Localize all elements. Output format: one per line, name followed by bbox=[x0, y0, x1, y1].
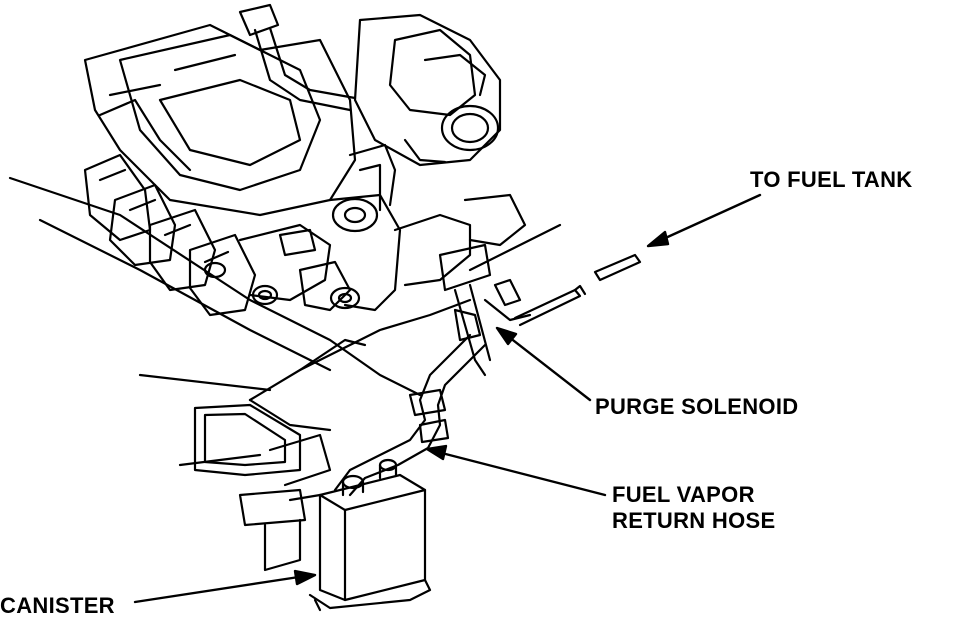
vapor-return-hose bbox=[333, 333, 487, 497]
pulley-area bbox=[328, 193, 527, 312]
solenoid-bracket bbox=[438, 243, 532, 377]
label-purge-solenoid: PURGE SOLENOID bbox=[595, 394, 799, 419]
air-hose bbox=[238, 3, 397, 212]
fuel-tank-line bbox=[513, 253, 642, 327]
throttle-body bbox=[353, 13, 502, 167]
label-to-fuel-tank: TO FUEL TANK bbox=[750, 167, 913, 192]
intake-runners bbox=[83, 153, 361, 317]
engine-head bbox=[83, 23, 357, 217]
label-line-return-hose: RETURN HOSE bbox=[612, 508, 776, 533]
label-fuel-vapor-return-hose: FUEL VAPOR RETURN HOSE bbox=[612, 482, 775, 534]
leader-lines bbox=[133, 193, 762, 604]
body-panel bbox=[8, 176, 562, 467]
front-support bbox=[193, 403, 332, 572]
label-line-fuel-vapor: FUEL VAPOR bbox=[612, 482, 755, 507]
canister-shape bbox=[308, 458, 432, 612]
label-canister: CANISTER bbox=[0, 593, 115, 618]
